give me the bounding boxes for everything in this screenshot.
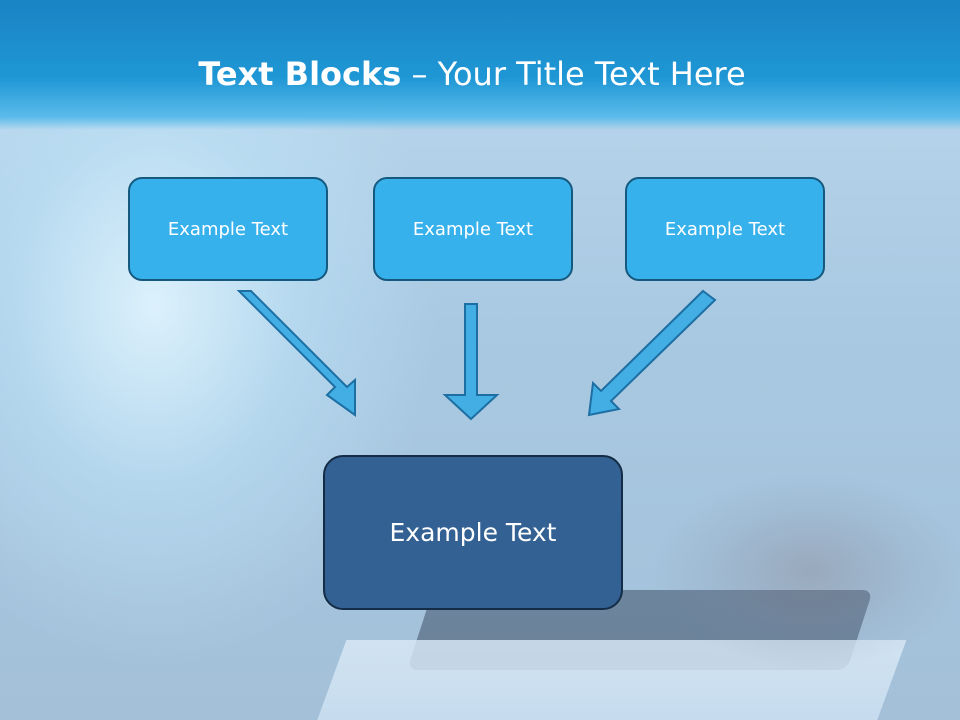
text-block-right[interactable]: Example Text <box>625 177 825 281</box>
arrow-down-right-icon <box>236 290 356 417</box>
arrow-down-icon <box>442 303 500 421</box>
title-regular-part: Your Title Text Here <box>437 55 746 93</box>
background-hand <box>650 470 960 670</box>
title-dash: – <box>401 55 438 93</box>
text-block-right-label: Example Text <box>664 218 786 240</box>
title-bold-part: Text Blocks <box>198 55 402 93</box>
text-block-left-label: Example Text <box>167 218 289 240</box>
text-block-center[interactable]: Example Text <box>373 177 573 281</box>
text-block-result[interactable]: Example Text <box>323 455 623 610</box>
text-block-center-label: Example Text <box>412 218 534 240</box>
title-bar <box>0 0 960 130</box>
arrow-down-left-icon <box>587 289 717 417</box>
text-block-left[interactable]: Example Text <box>128 177 328 281</box>
slide-title: Text Blocks – Your Title Text Here <box>0 54 944 94</box>
text-block-result-label: Example Text <box>389 518 557 547</box>
